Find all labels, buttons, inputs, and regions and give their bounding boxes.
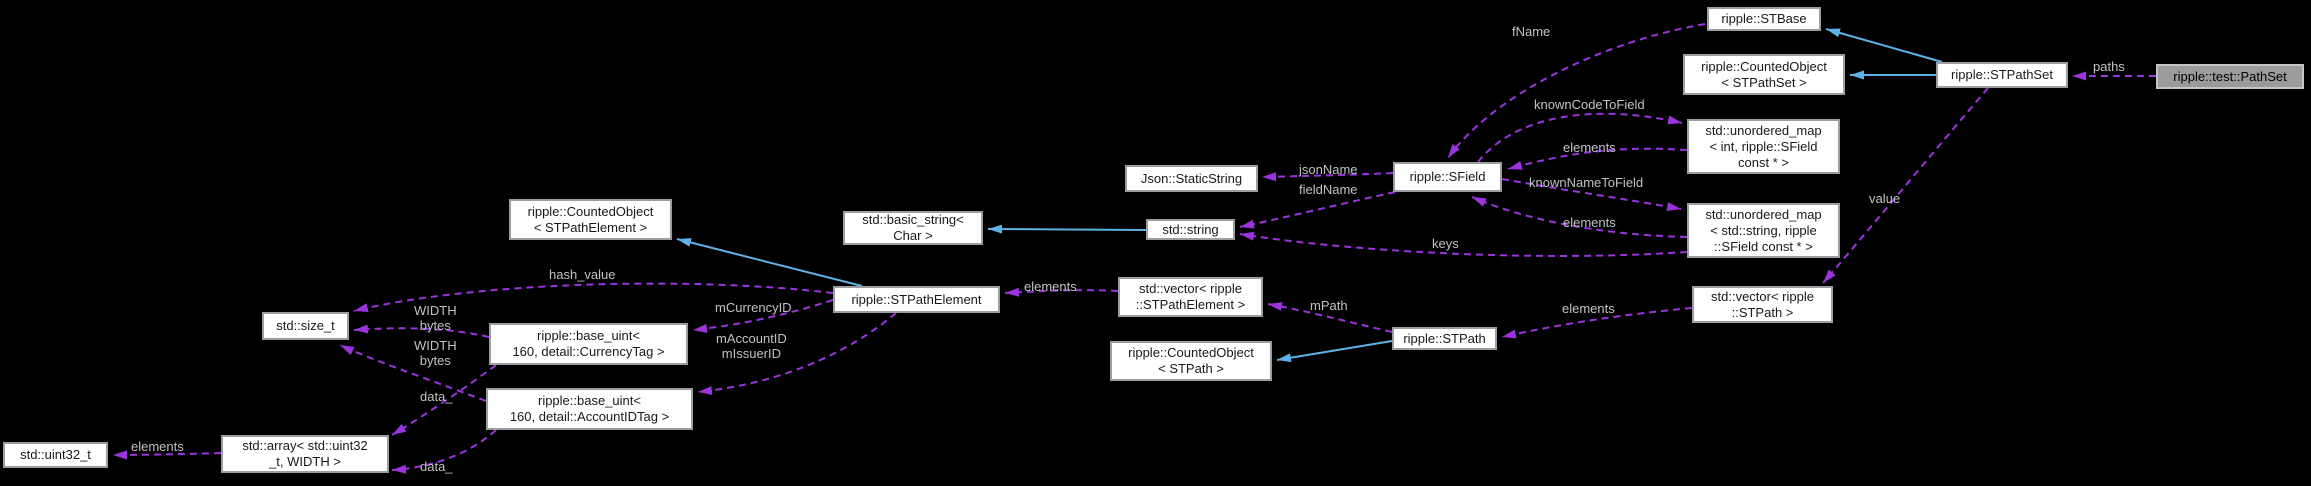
edge-data-account: [391, 429, 497, 474]
edge-label-value: value: [1869, 191, 1901, 206]
edge-inherit-stpathelement-countedobject: [676, 238, 863, 287]
edge-jsonname: [1261, 172, 1394, 182]
node-std-uint32-t[interactable]: std::uint32_t: [3, 442, 108, 468]
edge-label-elements-array: elements: [131, 439, 184, 454]
edge-label-fname: fName: [1512, 24, 1551, 39]
node-ripple-test-pathset: ripple::test::PathSet: [2156, 64, 2304, 89]
node-countedobject-stpath[interactable]: ripple::CountedObject < STPath >: [1110, 341, 1272, 381]
edge-label-elements-mapint: elements: [1563, 140, 1616, 155]
edge-label-knownnametofield: knownNameToField: [1529, 175, 1644, 190]
node-base-uint-currencytag[interactable]: ripple::base_uint< 160, detail::Currency…: [489, 323, 688, 365]
edge-label-mpath: mPath: [1310, 298, 1348, 313]
edge-label-keys: keys: [1432, 236, 1459, 251]
edge-label-data-1: data_: [420, 389, 453, 404]
edge-inherit-stpathset-stbase: [1825, 28, 1943, 63]
edge-fname: [1447, 23, 1706, 159]
edge-width-bytes-account: [339, 344, 487, 402]
edge-knownnametofield: [1501, 178, 1682, 211]
node-std-array-uint32-width[interactable]: std::array< std::uint32 _t, WIDTH >: [221, 435, 389, 473]
edge-label-knowncodetofield: knownCodeToField: [1534, 97, 1645, 112]
edge-label-mcurrencyid: mCurrencyID: [715, 300, 792, 315]
edge-fieldname: [1239, 191, 1396, 229]
edge-mpath: [1267, 302, 1393, 333]
edge-label-paths: paths: [2093, 59, 2125, 74]
edge-mcurrencyid: [692, 299, 834, 333]
edge-label-elements-vecstpath: elements: [1562, 301, 1615, 316]
node-std-basic-string-char[interactable]: std::basic_string< Char >: [843, 211, 983, 245]
edge-inherit-stpath-countedobject: [1276, 340, 1393, 363]
node-base-uint-accountidtag[interactable]: ripple::base_uint< 160, detail::AccountI…: [486, 388, 693, 430]
edge-elements-mapint: [1507, 147, 1688, 170]
edge-elements-mapstring: [1471, 196, 1688, 238]
node-ripple-stpathset[interactable]: ripple::STPathSet: [1936, 62, 2068, 88]
node-std-vector-stpath[interactable]: std::vector< ripple ::STPath >: [1692, 286, 1833, 323]
edge-data-currency: [391, 364, 497, 436]
edge-label-hash-value: hash_value: [549, 267, 616, 282]
edge-label-elements-mapstring: elements: [1563, 215, 1616, 230]
edge-label-width-bytes-2: WIDTH bytes: [414, 338, 457, 368]
edge-elements-vecstpathelement: [1004, 287, 1119, 297]
node-unordered-map-int-sfield[interactable]: std::unordered_map < int, ripple::SField…: [1687, 119, 1840, 174]
node-ripple-stpath[interactable]: ripple::STPath: [1392, 327, 1497, 350]
edge-label-data-2: data_: [420, 459, 453, 474]
edge-label-width-bytes-1: WIDTH bytes: [414, 303, 457, 333]
edge-elements-vecstpath: [1501, 307, 1693, 339]
node-json-staticstring[interactable]: Json::StaticString: [1125, 165, 1258, 192]
edge-label-jsonname: jsonName: [1299, 162, 1358, 177]
node-std-string[interactable]: std::string: [1146, 219, 1235, 240]
edge-label-fieldname: fieldName: [1299, 182, 1358, 197]
node-countedobject-stpathelement[interactable]: ripple::CountedObject < STPathElement >: [509, 199, 672, 240]
node-ripple-stpathelement[interactable]: ripple::STPathElement: [833, 286, 1000, 313]
edge-value: [1822, 87, 1989, 284]
node-countedobject-stpathset[interactable]: ripple::CountedObject < STPathSet >: [1683, 54, 1845, 95]
edge-keys: [1239, 231, 1688, 257]
node-std-vector-stpathelement[interactable]: std::vector< ripple ::STPathElement >: [1118, 277, 1263, 317]
edge-width-bytes-currency: [353, 324, 490, 338]
node-unordered-map-string-sfield[interactable]: std::unordered_map < std::string, ripple…: [1687, 203, 1840, 258]
edge-maccountid-missuerid: [697, 312, 897, 396]
node-std-size-t[interactable]: std::size_t: [262, 312, 349, 340]
node-ripple-sfield[interactable]: ripple::SField: [1393, 162, 1502, 192]
edge-inherit-string-basicstring: [987, 224, 1147, 234]
edge-elements-array: [112, 450, 222, 460]
edge-label-elements-vecstpathelement: elements: [1024, 279, 1077, 294]
edge-hash-value: [353, 282, 834, 313]
edge-label-maccountid-missuerid: mAccountID mIssuerID: [716, 331, 787, 361]
node-ripple-stbase[interactable]: ripple::STBase: [1707, 7, 1821, 31]
edge-knowncodetofield: [1477, 112, 1683, 163]
